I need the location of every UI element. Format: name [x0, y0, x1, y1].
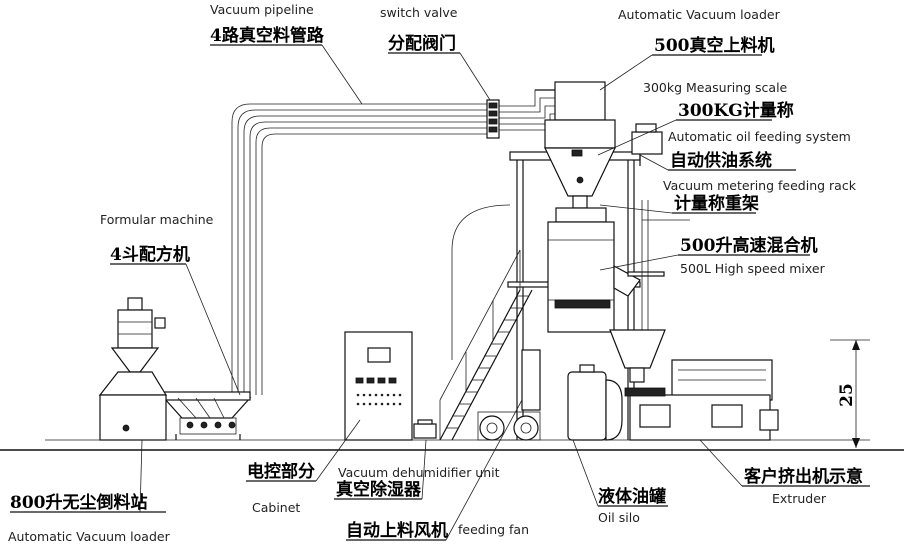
oil-silo-label-en: Oil silo: [598, 510, 640, 525]
extruder-label-en: Extruder: [772, 491, 827, 506]
vacuum-loader-label-en: Automatic Vacuum loader: [618, 7, 781, 22]
vacuum-loader-top: [535, 81, 616, 209]
electric-cabinet: [344, 331, 413, 441]
guard-rail: [641, 200, 690, 330]
height-dimension-value: 25: [837, 383, 857, 407]
vacuum-loader-label-cn: 500真空上料机: [654, 35, 775, 56]
switch-valve-label-cn: 分配阀门: [388, 33, 456, 54]
oil-silo-label-cn: 液体油罐: [598, 486, 666, 507]
vacuum-pipeline-label-cn: 4路真空料管路: [210, 25, 325, 46]
switch-valve-label-en: switch valve: [380, 5, 458, 20]
feeding-fan: [477, 349, 541, 441]
feeding-fan-label-cn: 自动上料风机: [346, 520, 448, 541]
dust-free-station-label-en: Automatic Vacuum loader: [8, 529, 171, 544]
measuring-scale-label-cn: 300KG计量称: [678, 100, 794, 121]
oil-feeding-device: [631, 123, 663, 166]
dust-free-station-label-cn: 800升无尘倒料站: [10, 492, 148, 513]
callout-lines: [10, 44, 870, 541]
oil-feeding-label-en: Automatic oil feeding system: [668, 129, 851, 144]
height-dimension: [830, 339, 870, 448]
dehumidifier-label-cn: 真空除湿器: [336, 479, 422, 500]
dust-free-station: [98, 297, 168, 441]
formular-machine-label-en: Formular machine: [100, 212, 214, 227]
cabinet-label-cn: 电控部分: [247, 461, 315, 482]
access-staircase: [439, 249, 533, 441]
oil-silo: [567, 364, 623, 441]
formular-machine: [162, 391, 252, 440]
dehumidifier-label-en: Vacuum dehumidifier unit: [338, 465, 500, 480]
high-speed-mixer: [547, 207, 665, 333]
metering-rack-label-cn: 计量称重架: [674, 193, 759, 214]
measuring-scale-label-en: 300kg Measuring scale: [643, 80, 788, 95]
feeding-fan-label-en: feeding fan: [458, 522, 529, 537]
mixer-label-en: 500L High speed mixer: [680, 261, 826, 276]
switch-valve-block: [486, 99, 500, 139]
mixer-label-cn: 500升高速混合机: [680, 235, 818, 256]
extruder-label-cn: 客户挤出机示意: [743, 466, 863, 487]
cabinet-label-en: Cabinet: [252, 500, 300, 515]
vacuum-dehumidifier: [413, 419, 437, 439]
extruder-machine: [609, 329, 779, 441]
vacuum-pipeline-label-en: Vacuum pipeline: [210, 2, 314, 17]
oil-feeding-label-cn: 自动供油系统: [670, 150, 772, 171]
cable-line: [451, 204, 511, 360]
metering-rack-label-en: Vacuum metering feeding rack: [663, 178, 857, 193]
formular-machine-label-cn: 4斗配方机: [110, 244, 190, 265]
